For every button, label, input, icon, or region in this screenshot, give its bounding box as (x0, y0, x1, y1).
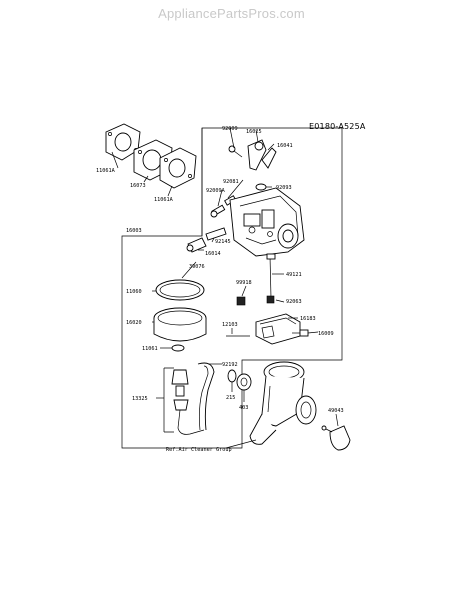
seal-215 (227, 369, 237, 383)
fitting-13325 (171, 369, 205, 435)
label-16073: 16073 (130, 183, 146, 189)
label-16009: 16009 (318, 331, 334, 337)
rod-49121-head (266, 253, 276, 260)
washer-11061 (171, 344, 185, 352)
diagram-code: E0180-A525A (309, 122, 366, 131)
label-16014: 16014 (205, 251, 221, 257)
label-16183: 16183 (300, 316, 316, 322)
label-39076: 39076 (189, 264, 205, 270)
filter-cup-16020 (153, 307, 207, 342)
label-12103: 12103 (222, 322, 238, 328)
label-13325: 13325 (132, 396, 148, 402)
screw-92009 (228, 145, 243, 158)
leader-lines (111, 127, 339, 449)
lever-16025-16041 (247, 139, 277, 171)
jet-92063 (266, 295, 275, 304)
label-49043: 49043 (328, 408, 344, 414)
label-16003: 16003 (126, 228, 142, 234)
screw-92009a (210, 204, 226, 218)
float-16183 (255, 313, 301, 345)
frame-outline (121, 127, 343, 449)
jet-99918 (236, 296, 246, 306)
label-92063: 92063 (286, 299, 302, 305)
label-16025: 16025 (246, 129, 262, 135)
gasket-11061a-lower (159, 147, 197, 189)
breather-49043 (321, 425, 351, 451)
label-92009a: 92009A (206, 188, 226, 194)
label-92093: 92093 (276, 185, 292, 191)
jet-16014 (186, 237, 207, 253)
label-92009: 92009 (222, 126, 238, 132)
label-16020: 16020 (126, 320, 142, 326)
hose-92192 (197, 362, 215, 431)
watermark: AppliancePartsPros.com (158, 6, 305, 21)
label-92081: 92081 (223, 179, 239, 185)
label-ref-air-cleaner: Ref.Air Cleaner Group (166, 447, 232, 453)
label-11061a-2: 11061A (154, 197, 174, 203)
nut-403 (236, 373, 252, 391)
screw-92145 (205, 227, 227, 241)
part-labels: 92009 16025 16041 92081 92093 92009A 110… (96, 126, 344, 453)
label-49121: 49121 (286, 272, 302, 278)
label-11060: 11060 (126, 289, 142, 295)
label-11061a-1: 11061A (96, 168, 116, 174)
label-99918: 99918 (236, 280, 252, 286)
label-11061: 11061 (142, 346, 158, 352)
ring-11060 (155, 279, 205, 301)
label-92192: 92192 (222, 362, 238, 368)
label-16041: 16041 (277, 143, 293, 149)
carburetor-body (229, 187, 305, 257)
seal-92093 (255, 183, 267, 191)
rod-49121 (269, 255, 272, 299)
label-215: 215 (226, 395, 235, 401)
label-92145: 92145 (215, 239, 231, 245)
label-403: 403 (239, 405, 248, 411)
air-cleaner-elbow (249, 361, 317, 445)
